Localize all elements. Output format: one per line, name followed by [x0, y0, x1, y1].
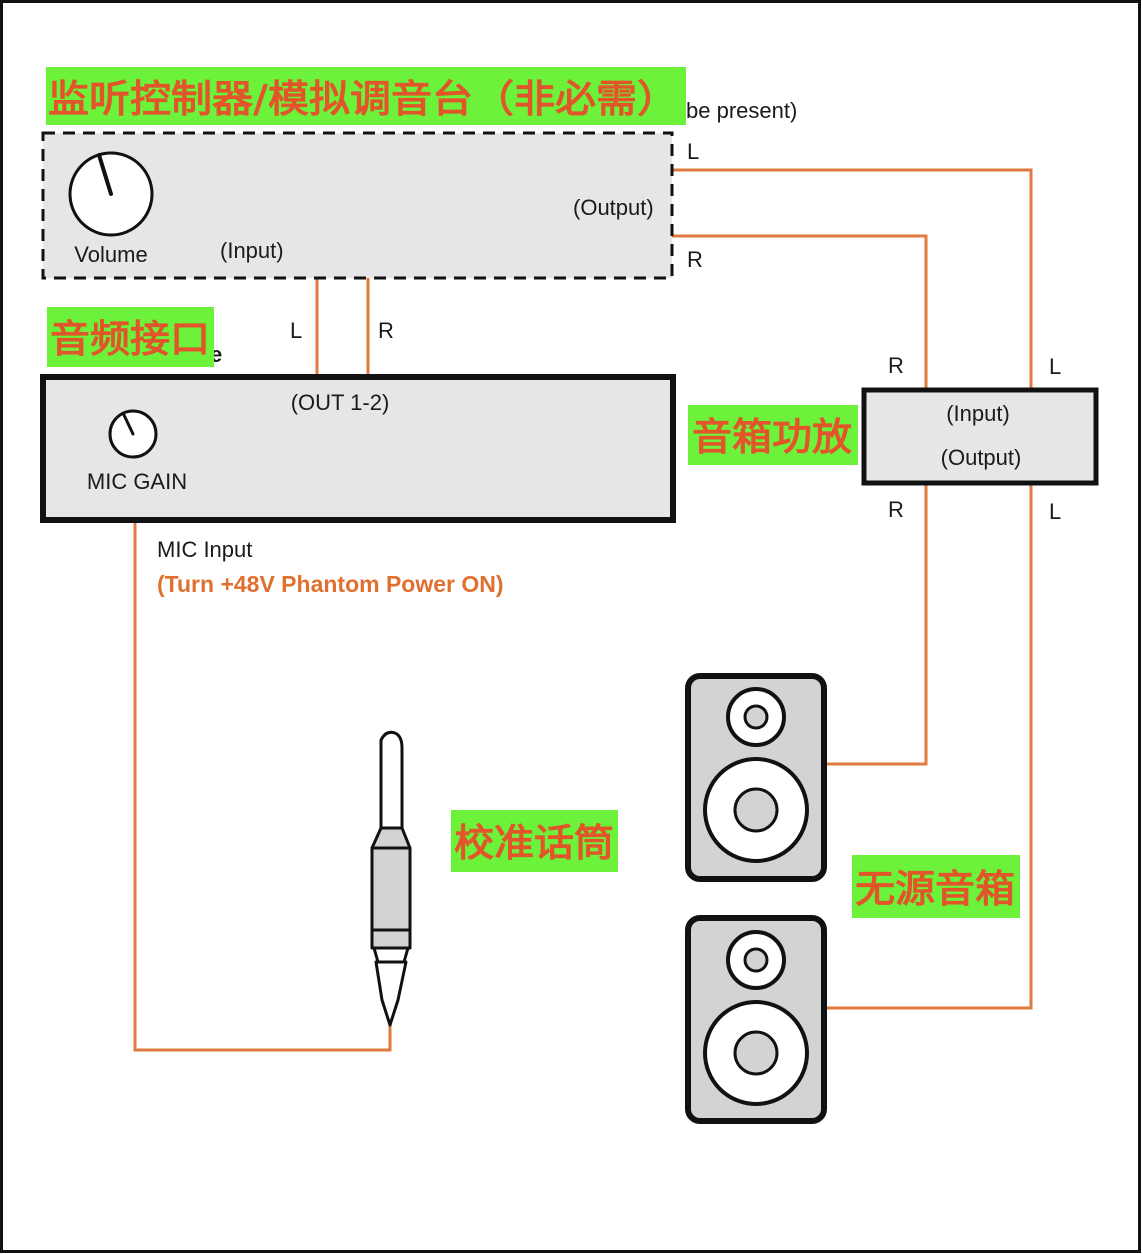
monitor-controller: Volume (Input) (Output) L R be present) — [41, 98, 797, 280]
cable-controller-to-amp-l — [672, 168, 1033, 390]
speaker-left-icon — [685, 915, 827, 1124]
interface-out-l-label: L — [290, 318, 302, 343]
amp-out-r-label: R — [888, 497, 904, 522]
cable-controller-to-amp-r — [672, 234, 928, 390]
overlay-text-audio-interface: 音频接口 — [50, 317, 210, 361]
overlay-text-passive-speakers: 无源音箱 — [855, 867, 1015, 911]
overlay-label-calibration-mic: 校准话筒 — [451, 810, 618, 872]
controller-output-label: (Output) — [573, 195, 654, 220]
overlay-label-amplifier: 音箱功放 — [688, 405, 858, 465]
amplifier: (Input) (Output) R L R L — [861, 353, 1099, 524]
controller-partial-caption: be present) — [686, 98, 797, 123]
overlay-label-monitor-controller: 监听控制器/模拟调音台（非必需） — [46, 67, 686, 125]
cable-amp-to-speaker-l — [826, 483, 1033, 1010]
controller-out-r-label: R — [687, 247, 703, 272]
overlay-text-calibration-mic: 校准话筒 — [454, 821, 614, 865]
overlay-text-amplifier: 音箱功放 — [692, 415, 852, 459]
overlay-bg-monitor — [46, 67, 686, 125]
controller-input-label: (Input) — [220, 238, 284, 263]
volume-label: Volume — [74, 242, 147, 267]
overlay-bg-passive-speakers — [852, 855, 1020, 918]
overlay-label-passive-speakers: 无源音箱 — [852, 855, 1020, 918]
overlay-bg-amplifier — [688, 405, 858, 465]
amp-in-l-label: L — [1049, 354, 1061, 379]
mic-input-label: MIC Input — [157, 537, 252, 562]
interface-out-label: (OUT 1-2) — [291, 390, 390, 415]
overlay-bg-interface — [47, 307, 214, 367]
amp-out-l-label: L — [1049, 499, 1061, 524]
amp-input-label: (Input) — [946, 401, 1010, 426]
amp-output-label: (Output) — [941, 445, 1022, 470]
phantom-power-note: (Turn +48V Phantom Power ON) — [157, 571, 504, 597]
mic-gain-knob-icon[interactable] — [108, 409, 158, 459]
amplifier-box — [861, 387, 1099, 486]
overlay-label-audio-interface: 音频接口 — [47, 307, 214, 367]
mic-gain-label: MIC GAIN — [87, 469, 187, 494]
overlay-text-monitor-controller: 监听控制器/模拟调音台（非必需） — [48, 77, 678, 121]
speaker-right-icon — [685, 673, 827, 882]
measurement-microphone-icon — [370, 730, 412, 1027]
controller-out-l-label: L — [687, 139, 699, 164]
audio-interface: e (OUT 1-2) MIC GAIN MIC Input (Turn +48… — [40, 342, 676, 597]
amp-in-r-label: R — [888, 353, 904, 378]
volume-knob-icon[interactable] — [68, 151, 154, 237]
overlay-bg-calibration-mic — [451, 810, 618, 872]
cable-amp-to-speaker-r — [826, 483, 928, 766]
interface-out-r-label: R — [378, 318, 394, 343]
cable-mic — [133, 521, 392, 1052]
